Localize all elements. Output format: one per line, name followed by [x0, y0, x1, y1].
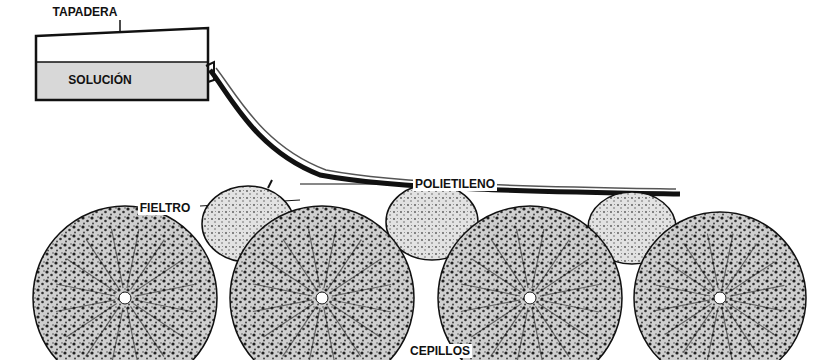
tank: [36, 28, 208, 100]
leader-line: [300, 184, 408, 185]
bristle: [112, 229, 124, 288]
bristle: [283, 306, 317, 356]
part-label: POLIETILENO: [413, 177, 497, 191]
brush-hub: [119, 292, 131, 304]
brush-hub: [714, 292, 726, 304]
bristle: [330, 304, 380, 338]
bristle: [707, 234, 718, 289]
lid-knob: [119, 20, 121, 32]
bristle: [665, 304, 711, 335]
brush: [438, 206, 622, 360]
bristle: [135, 285, 194, 297]
lid-label: TAPADERA: [51, 5, 120, 19]
bristle: [491, 306, 525, 356]
part-label: CEPILLOS: [408, 344, 472, 358]
solution-level: [36, 61, 208, 63]
solution-fill: [36, 62, 208, 100]
bristle: [728, 262, 774, 293]
brush-hub: [316, 292, 328, 304]
bristle: [328, 240, 362, 290]
bristle: [532, 308, 544, 360]
bristle: [656, 285, 710, 296]
bristle: [730, 300, 784, 311]
bristle: [131, 240, 165, 290]
bristle: [461, 300, 520, 312]
bristle: [472, 259, 522, 293]
bristle: [726, 306, 757, 352]
bristle: [656, 300, 711, 311]
bristle: [332, 285, 391, 297]
bristle: [722, 234, 733, 288]
strip-clamp: [206, 62, 214, 82]
felt-strip: [210, 70, 680, 194]
brush: [33, 206, 217, 360]
bristle: [666, 261, 712, 292]
bristle: [324, 308, 336, 360]
solution-label: SOLUCIÓN: [66, 73, 133, 87]
brushes: [33, 206, 806, 360]
bristle: [309, 229, 321, 288]
bristle: [684, 243, 715, 289]
brush-hub: [524, 292, 536, 304]
bristle: [133, 304, 183, 338]
part-label: FIELTRO: [138, 201, 192, 215]
bristle: [540, 285, 599, 297]
brush: [230, 206, 414, 360]
bristle: [127, 308, 139, 360]
bristle: [726, 244, 757, 290]
brush: [634, 212, 806, 360]
bristle: [683, 306, 714, 352]
bristle: [730, 285, 785, 296]
bristle: [722, 308, 733, 360]
bristle: [67, 259, 117, 293]
bristle: [264, 259, 314, 293]
bristle: [517, 229, 529, 288]
bristle: [728, 304, 774, 335]
bristle: [86, 306, 120, 356]
bristle: [538, 304, 588, 338]
polyethylene-sheet: [216, 68, 676, 189]
bristle: [536, 240, 570, 290]
bristle: [56, 300, 115, 312]
roller-mark: [268, 180, 272, 188]
bristle: [253, 300, 312, 312]
